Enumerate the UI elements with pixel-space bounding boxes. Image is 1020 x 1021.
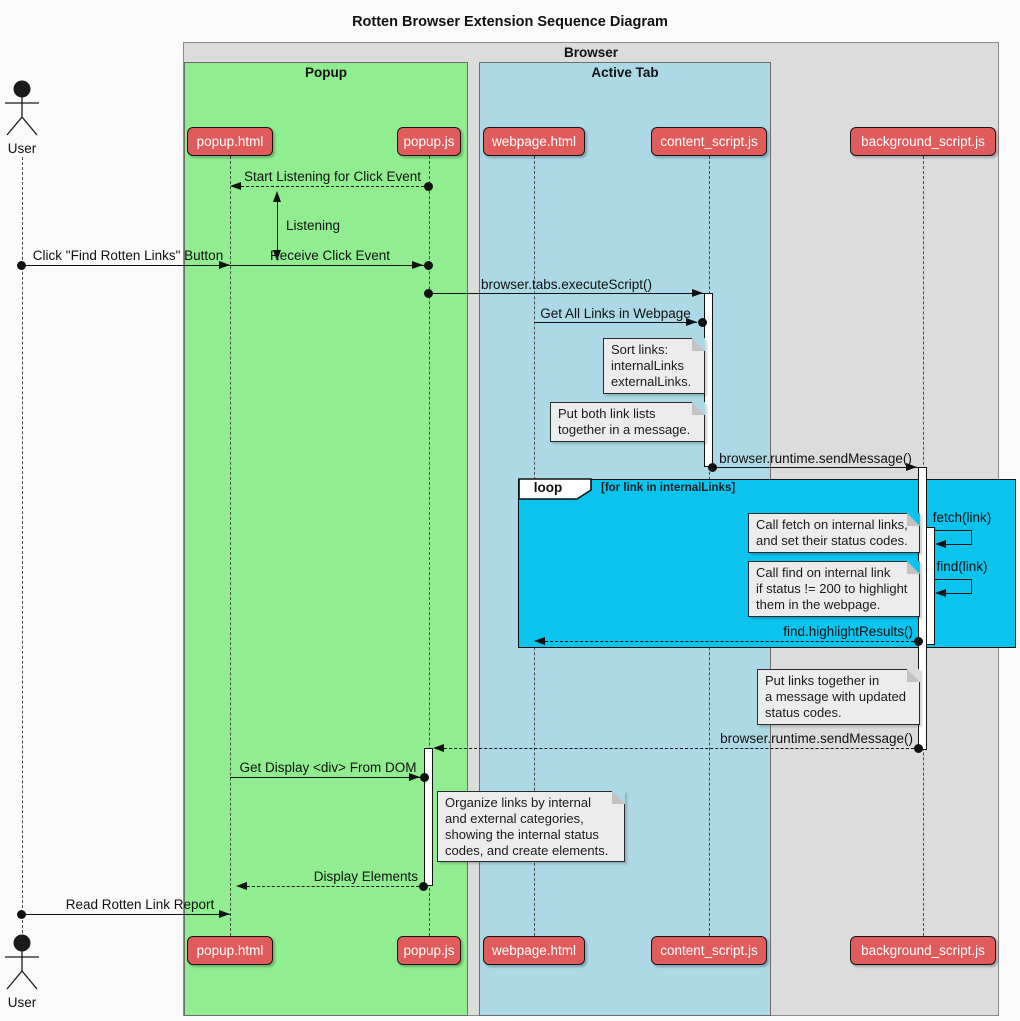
arrowhead-left-icon bbox=[236, 881, 247, 890]
note-put-links: Put links together in a message with upd… bbox=[757, 669, 920, 725]
arrowhead-up-icon bbox=[273, 191, 281, 202]
lifeline-popup-html bbox=[230, 156, 231, 936]
participant-popup-js-top: popup.js bbox=[397, 127, 461, 156]
arrowhead-right-icon bbox=[692, 288, 703, 297]
origin-dot bbox=[17, 260, 26, 270]
message-execute-script-line bbox=[429, 293, 704, 294]
frame-active-tab-label: Active Tab bbox=[591, 65, 659, 80]
message-receive-click-line bbox=[230, 265, 429, 266]
participant-webpage-html-bottom: webpage.html bbox=[483, 936, 585, 965]
message-highlight-results-line bbox=[545, 641, 919, 642]
arrowhead-right-icon bbox=[409, 772, 420, 781]
message-get-display-label: Get Display <div> From DOM bbox=[239, 760, 417, 775]
origin-dot bbox=[914, 743, 923, 753]
arrowhead-left-icon bbox=[230, 182, 241, 190]
arrowhead-right-icon bbox=[412, 260, 423, 269]
origin-dot bbox=[914, 636, 923, 646]
message-execute-script-label: browser.tabs.executeScript() bbox=[480, 277, 653, 292]
message-find-label: find(link) bbox=[936, 559, 988, 574]
arrowhead-right-icon bbox=[219, 909, 230, 918]
loop-operator: loop bbox=[533, 480, 563, 495]
note-organize: Organize links by internal and external … bbox=[437, 791, 625, 863]
lifeline-user bbox=[22, 157, 23, 933]
lifeline-popup-js bbox=[429, 156, 430, 936]
origin-dot bbox=[17, 909, 26, 919]
loop-pentagon bbox=[518, 478, 592, 500]
message-send-message-bottom-line bbox=[444, 748, 919, 749]
message-start-listening-line bbox=[236, 186, 429, 187]
user-icon bbox=[5, 80, 39, 136]
actor-user-top-label: User bbox=[7, 141, 37, 156]
note-call-fetch: Call fetch on internal links, and set th… bbox=[748, 513, 920, 553]
self-message-line bbox=[971, 530, 972, 544]
origin-dot bbox=[698, 317, 707, 327]
participant-webpage-html-top: webpage.html bbox=[483, 127, 585, 156]
message-send-message-bottom-label: browser.runtime.sendMessage() bbox=[720, 731, 913, 746]
message-start-listening-label: Start Listening for Click Event bbox=[243, 169, 422, 184]
participant-popup-html-bottom: popup.html bbox=[187, 936, 273, 965]
message-get-all-links-line bbox=[534, 322, 697, 323]
arrowhead-right-icon bbox=[686, 317, 697, 326]
loop-condition: [for link in internalLinks] bbox=[601, 482, 736, 494]
participant-background-script-top: background_script.js bbox=[850, 127, 996, 156]
message-send-message-top-label: browser.runtime.sendMessage() bbox=[719, 451, 912, 466]
origin-dot bbox=[424, 260, 433, 270]
activation-background-script-nested bbox=[926, 527, 935, 645]
message-highlight-results-label: find.highlightResults() bbox=[783, 624, 913, 639]
self-message-line bbox=[971, 579, 972, 593]
message-click-button-label: Click "Find Rotten Links" Button bbox=[32, 248, 224, 263]
self-message-line bbox=[935, 579, 972, 580]
frame-popup bbox=[184, 62, 468, 1016]
message-receive-click-label: Receive Click Event bbox=[269, 248, 391, 263]
note-put-lists: Put both link lists together in a messag… bbox=[550, 402, 705, 442]
activation-popup-js bbox=[424, 748, 433, 886]
message-display-elements-line bbox=[242, 886, 424, 887]
arrowhead-right-icon bbox=[219, 260, 230, 269]
message-fetch-label: fetch(link) bbox=[932, 510, 992, 525]
participant-popup-js-bottom: popup.js bbox=[397, 936, 461, 965]
origin-dot bbox=[420, 772, 429, 782]
arrowhead-left-icon bbox=[433, 743, 444, 752]
self-message-line bbox=[944, 544, 972, 545]
note-call-find: Call find on internal link if status != … bbox=[748, 561, 920, 617]
arrowhead-down-icon bbox=[273, 250, 281, 261]
self-message-line bbox=[935, 530, 972, 531]
frame-popup-label: Popup bbox=[305, 65, 347, 80]
message-get-display-line bbox=[230, 777, 420, 778]
frame-browser-label: Browser bbox=[563, 45, 619, 60]
diagram-title: Rotten Browser Extension Sequence Diagra… bbox=[352, 14, 668, 30]
participant-content-script-top: content_script.js bbox=[651, 127, 767, 156]
message-get-all-links-label: Get All Links in Webpage bbox=[540, 306, 691, 321]
origin-dot bbox=[424, 288, 433, 298]
listening-label: Listening bbox=[286, 218, 341, 233]
note-sort-links: Sort links: internalLinks externalLinks. bbox=[603, 338, 705, 394]
arrowhead-left-icon bbox=[935, 589, 946, 597]
self-message-line bbox=[944, 593, 972, 594]
listening-span-line bbox=[277, 200, 278, 252]
arrowhead-left-icon bbox=[935, 540, 946, 548]
participant-popup-html-top: popup.html bbox=[187, 127, 273, 156]
message-display-elements-label: Display Elements bbox=[313, 869, 418, 884]
origin-dot bbox=[708, 462, 717, 472]
origin-dot bbox=[424, 182, 433, 191]
message-click-button-line bbox=[22, 265, 230, 266]
message-read-report-line bbox=[22, 914, 230, 915]
participant-content-script-bottom: content_script.js bbox=[651, 936, 767, 965]
arrowhead-left-icon bbox=[534, 636, 545, 645]
message-read-report-label: Read Rotten Link Report bbox=[65, 897, 215, 912]
user-icon bbox=[5, 934, 39, 990]
actor-user-bottom-label: User bbox=[7, 995, 37, 1010]
arrowhead-right-icon bbox=[906, 462, 917, 471]
participant-background-script-bottom: background_script.js bbox=[850, 936, 996, 965]
origin-dot bbox=[419, 881, 428, 891]
message-send-message-top-line bbox=[713, 467, 918, 468]
